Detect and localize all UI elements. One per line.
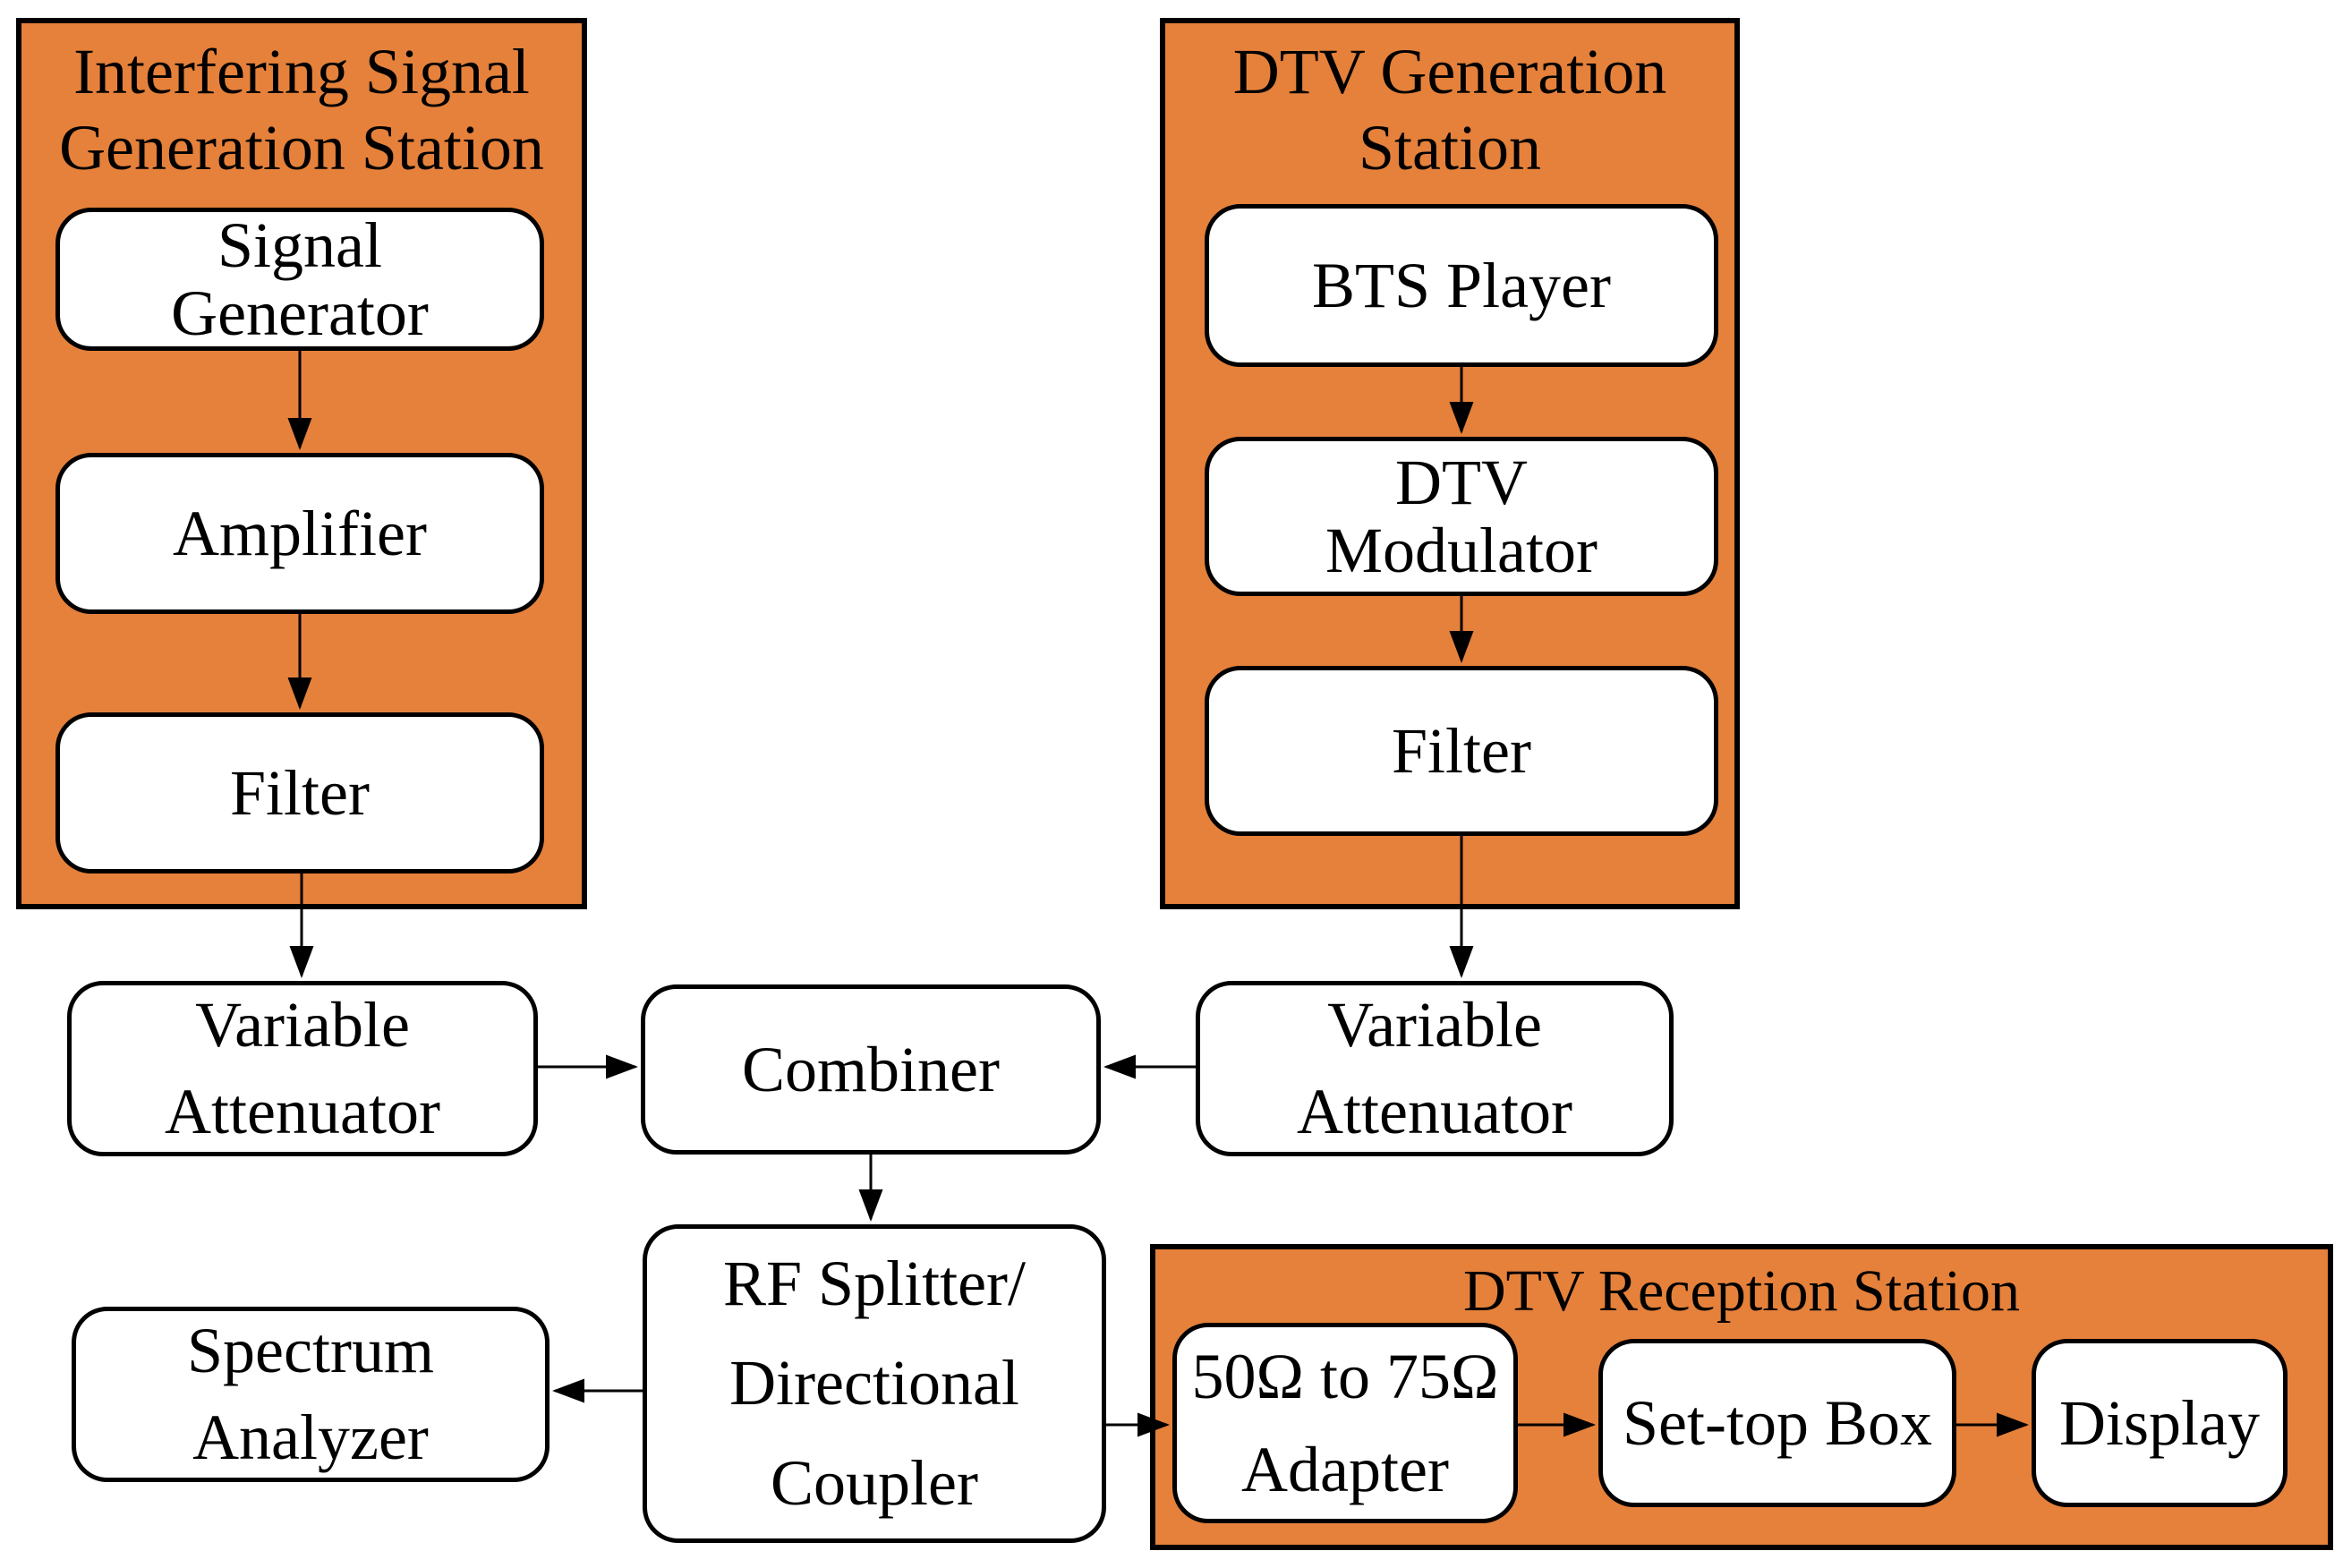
node-label-line: Amplifier bbox=[173, 497, 427, 569]
node-variable-attenuator-right: Variable Attenuator bbox=[1196, 981, 1674, 1156]
node-label-line: Coupler bbox=[771, 1446, 978, 1519]
node-label-line: Variable bbox=[1327, 988, 1542, 1061]
station-title: DTV Reception Station bbox=[1155, 1249, 2328, 1326]
node-filter-interfering: Filter bbox=[55, 712, 544, 873]
node-label-line: Set-top Box bbox=[1622, 1386, 1932, 1459]
station-title: Interfering Signal Generation Station bbox=[21, 23, 582, 186]
node-label-line: BTS Player bbox=[1312, 249, 1611, 321]
node-label-line: Spectrum bbox=[187, 1314, 434, 1386]
node-label-line: Filter bbox=[1392, 714, 1531, 787]
station-title-line: Station bbox=[1358, 111, 1541, 183]
node-display: Display bbox=[2032, 1339, 2288, 1507]
station-title: DTV Generation Station bbox=[1165, 23, 1734, 186]
node-label-line: Display bbox=[2059, 1386, 2260, 1459]
node-label-line: Analyzer bbox=[192, 1402, 429, 1473]
node-spectrum-analyzer: Spectrum Analyzer bbox=[72, 1307, 550, 1482]
node-label-line: 50Ω to 75Ω bbox=[1191, 1340, 1499, 1412]
node-signal-generator: Signal Generator bbox=[55, 208, 544, 351]
node-label-line: RF Splitter/ bbox=[722, 1247, 1027, 1319]
node-bts-player: BTS Player bbox=[1205, 204, 1718, 367]
station-title-line: Generation Station bbox=[59, 111, 544, 183]
node-label-line: Attenuator bbox=[1297, 1076, 1572, 1147]
station-title-line: Interfering Signal bbox=[73, 36, 530, 107]
node-set-top-box: Set-top Box bbox=[1598, 1339, 1956, 1507]
node-amplifier: Amplifier bbox=[55, 453, 544, 614]
node-combiner: Combiner bbox=[641, 984, 1101, 1155]
node-label-line: Signal bbox=[217, 209, 382, 281]
node-label-line: Filter bbox=[230, 756, 370, 829]
node-filter-dtv: Filter bbox=[1205, 666, 1718, 836]
node-rf-splitter-directional-coupler: RF Splitter/ Directional Coupler bbox=[643, 1224, 1106, 1543]
node-label-line: Variable bbox=[195, 988, 410, 1061]
node-50ohm-to-75ohm-adapter: 50Ω to 75Ω Adapter bbox=[1172, 1323, 1518, 1523]
node-label-line: Combiner bbox=[742, 1033, 1000, 1105]
node-label-line: DTV bbox=[1395, 446, 1528, 518]
station-title-line: DTV Reception Station bbox=[1462, 1258, 2021, 1324]
station-title-line: DTV Generation bbox=[1232, 36, 1667, 107]
node-label-line: Attenuator bbox=[165, 1076, 440, 1147]
node-variable-attenuator-left: Variable Attenuator bbox=[67, 981, 538, 1156]
node-dtv-modulator: DTV Modulator bbox=[1205, 437, 1718, 596]
node-label-line: Directional bbox=[729, 1347, 1019, 1419]
node-label-line: Modulator bbox=[1325, 515, 1598, 586]
node-label-line: Adapter bbox=[1241, 1434, 1449, 1505]
node-label-line: Generator bbox=[171, 277, 429, 349]
